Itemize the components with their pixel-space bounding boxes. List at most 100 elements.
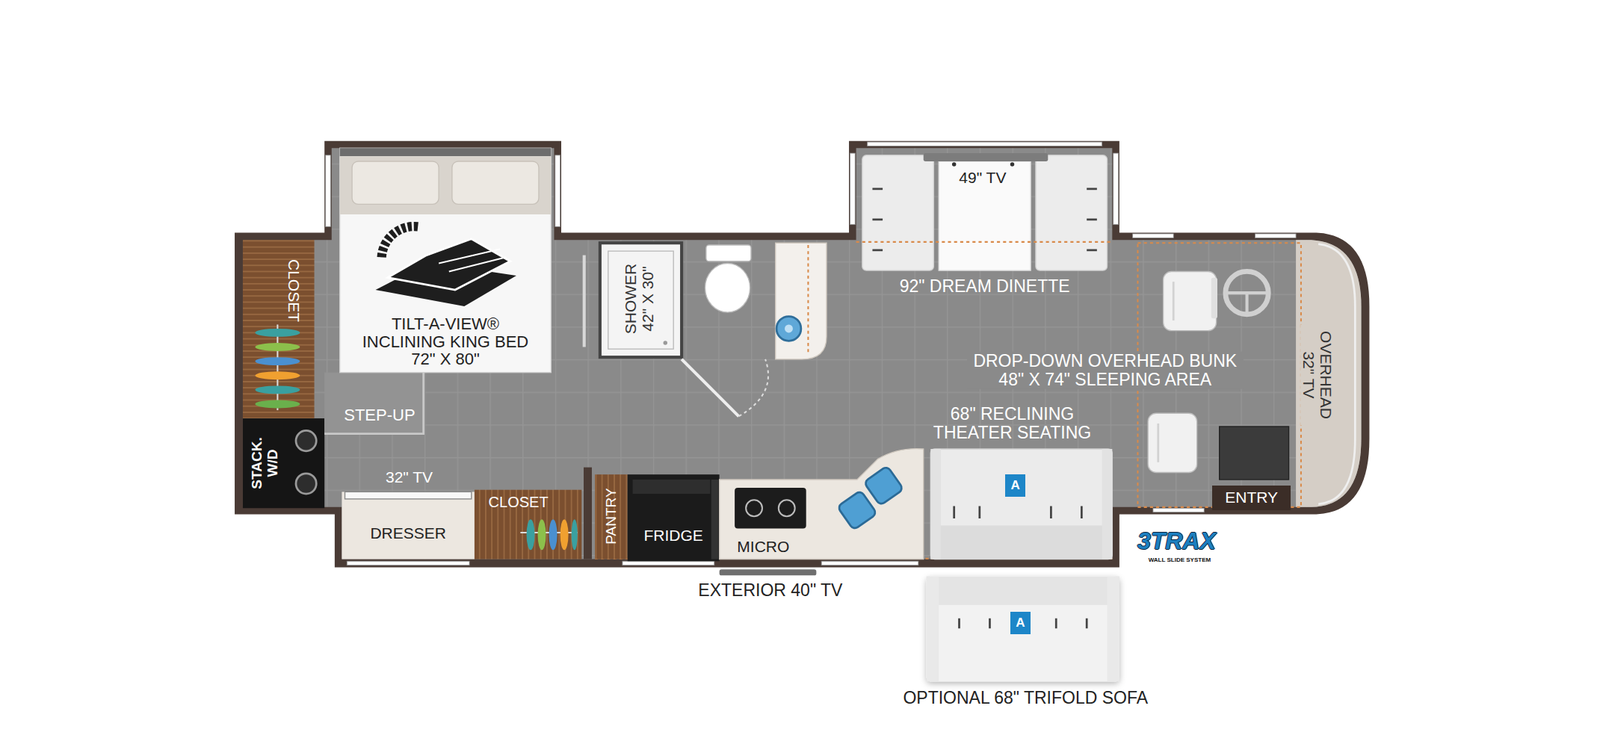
- theater-seating: 68" RECLINING THEATER SEATINGA: [930, 449, 1113, 559]
- bathroom: [739, 359, 769, 417]
- king-bed: [351, 161, 439, 205]
- windows: [325, 155, 332, 228]
- bathroom: [807, 245, 809, 354]
- fridge: FRIDGE: [627, 474, 720, 562]
- wardrobe: [474, 490, 582, 560]
- kitchen: [583, 467, 592, 560]
- kitchen: [836, 490, 877, 530]
- theater-seating: [930, 449, 1113, 559]
- badge-letter: A: [1010, 479, 1020, 494]
- windows: [867, 141, 1103, 146]
- bathroom: [663, 340, 668, 345]
- kitchen: [734, 487, 807, 530]
- bedroom-closet: [254, 357, 300, 366]
- optional-sofa: [926, 576, 1120, 606]
- bedroom-closet: [254, 343, 300, 352]
- kitchen: [719, 569, 817, 576]
- cockpit: [1156, 423, 1160, 463]
- king-bed: [387, 239, 511, 290]
- windows: [622, 561, 715, 565]
- cockpit: [1219, 426, 1290, 480]
- windows: [821, 561, 919, 565]
- bunk-label: DROP-DOWN OVERHEAD BUNK 48" X 74" SLEEPI…: [967, 351, 1244, 390]
- cockpit: [1225, 271, 1269, 314]
- windows: [1254, 233, 1296, 238]
- tv-label: EXTERIOR 40" TV: [697, 581, 843, 601]
- entry-panel: ENTRY: [1212, 485, 1291, 511]
- king-bed: [340, 147, 552, 157]
- bathroom: [776, 316, 802, 342]
- tv-label: 49" TV: [958, 168, 1006, 187]
- windows: [849, 153, 855, 225]
- kitchen: [627, 474, 720, 562]
- step-up: [324, 372, 423, 435]
- king-bed: TILT-A-VIEW® INCLINING KING BED 72" X 80…: [340, 147, 552, 373]
- kitchen: [719, 449, 924, 560]
- windows: [325, 141, 1297, 566]
- slide-out-marker: [856, 241, 1113, 243]
- closet-label: CLOSET: [488, 493, 549, 511]
- bed-label: TILT-A-VIEW® INCLINING KING BED 72" X 80…: [351, 316, 539, 368]
- brand-logo: 3TRAXWALL SLIDE SYSTEM: [1128, 526, 1225, 566]
- windows: [1153, 508, 1204, 512]
- dresser: [341, 491, 475, 559]
- bedroom-closet: [242, 239, 315, 419]
- kitchen: [836, 490, 877, 530]
- option-badge: A: [1010, 612, 1031, 635]
- washer-dryer: [295, 473, 317, 494]
- dinette-slide: 49" TV92" DREAM DINETTE: [854, 147, 1113, 274]
- bathroom: [705, 263, 751, 314]
- kitchen: [711, 479, 719, 560]
- king-bed: [340, 147, 552, 373]
- windows: [1132, 233, 1175, 238]
- coach-walls: [234, 141, 1370, 568]
- entry-label: ENTRY: [1224, 489, 1278, 507]
- bedroom-closet: [254, 385, 300, 394]
- bathroom: [600, 242, 682, 358]
- bedroom-closet: [254, 371, 300, 380]
- badge-letter: A: [1015, 616, 1025, 631]
- sofa-label: OPTIONAL 68" TRIFOLD SOFA: [902, 689, 1148, 709]
- bathroom: [681, 359, 739, 417]
- wardrobe: [549, 519, 558, 551]
- king-bed: [340, 156, 552, 215]
- optional-sofa: [926, 576, 1120, 683]
- bedroom-closet: [242, 239, 315, 419]
- coach-walls: [1295, 239, 1361, 508]
- wardrobe: [560, 519, 569, 551]
- closet: CLOSET: [474, 489, 582, 559]
- king-bed: [438, 248, 506, 272]
- step-up: [324, 372, 423, 435]
- closet-label: CLOSET: [285, 259, 303, 323]
- seating-label: 68" RECLINING THEATER SEATING: [920, 404, 1104, 443]
- bathroom: [608, 251, 674, 349]
- king-bed: [381, 226, 419, 258]
- theater-seating: [954, 506, 1083, 519]
- washer-dryer-label: STACK. W/D: [249, 431, 281, 495]
- king-bed: [452, 161, 539, 205]
- dinette: [862, 155, 935, 271]
- coach-walls: [242, 147, 1362, 559]
- dresser: [345, 491, 472, 500]
- dinette-label: 92" DREAM DINETTE: [899, 277, 1071, 296]
- optional-sofa: [926, 576, 939, 683]
- kitchen: [632, 479, 711, 494]
- pantry: PANTRY: [594, 474, 628, 559]
- windows: [555, 155, 561, 228]
- step-label: STEP-UP: [343, 406, 415, 425]
- theater-seating: [930, 449, 941, 559]
- shower: SHOWER 42" X 30": [600, 242, 682, 358]
- dresser-label: DRESSER: [369, 525, 447, 543]
- dresser: 32" TVDRESSER: [341, 491, 475, 559]
- washer-dryer: [242, 418, 325, 509]
- closet: CLOSET: [242, 239, 315, 419]
- bathroom: [775, 242, 827, 360]
- fridge-label: FRIDGE: [644, 526, 704, 545]
- bathroom: [582, 242, 827, 417]
- coach-walls: [234, 141, 1370, 568]
- bathroom: [706, 245, 752, 262]
